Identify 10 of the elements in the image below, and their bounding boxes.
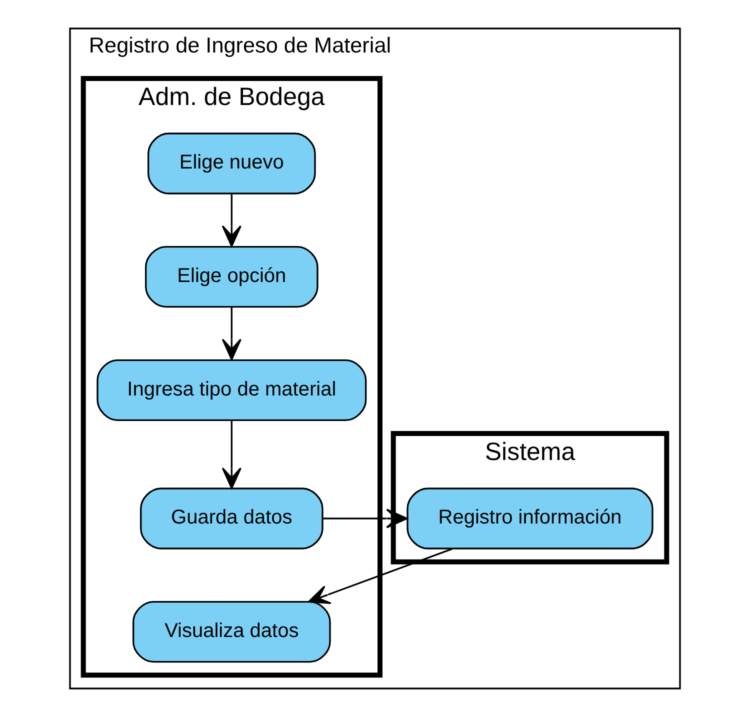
node-box: Ingresa tipo de material (96, 359, 367, 421)
node-box: Elige opción (145, 246, 318, 308)
arrow (222, 194, 242, 247)
arrow (322, 508, 408, 528)
arrow (222, 420, 242, 489)
node-box: Guarda datos (140, 488, 324, 550)
node-box: Elige nuevo (148, 132, 316, 194)
arrow (222, 307, 242, 360)
node-box: Registro información (406, 488, 654, 550)
node-box: Visualiza datos (132, 601, 331, 663)
